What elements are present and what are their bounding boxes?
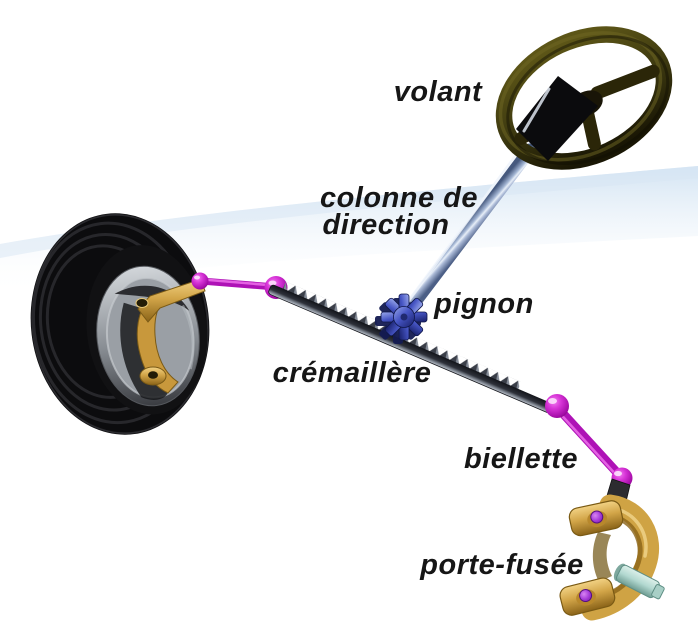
knuckle-top-tab bbox=[568, 500, 624, 537]
ball-joint-wheel-end bbox=[191, 272, 209, 290]
rim-highlight bbox=[181, 304, 195, 370]
knuckle-bottom-foot bbox=[559, 577, 616, 616]
hub-steering-arm bbox=[135, 278, 206, 394]
pinion-gear bbox=[375, 293, 428, 344]
label-cremaillere: crémaillère bbox=[273, 357, 432, 389]
label-colonne-line2: direction bbox=[323, 209, 450, 241]
stub-axle bbox=[613, 563, 665, 600]
labels: volant colonne de direction pignon créma… bbox=[273, 76, 584, 581]
arm-bottom-hole bbox=[148, 371, 158, 379]
bolt-bottom bbox=[579, 589, 593, 603]
label-volant: volant bbox=[394, 76, 483, 108]
steering-hub-cone bbox=[516, 76, 598, 161]
label-porte-fusee: porte-fusée bbox=[419, 549, 583, 581]
label-pignon: pignon bbox=[433, 288, 534, 320]
label-colonne-line1: colonne de bbox=[320, 182, 478, 214]
knuckle-inner-shadow bbox=[592, 532, 612, 582]
label-biellette: biellette bbox=[464, 443, 578, 475]
arm-top-hole bbox=[135, 298, 149, 308]
bolt-top bbox=[590, 510, 604, 524]
ball-joint-rack-right bbox=[545, 394, 569, 418]
steering-column bbox=[398, 142, 537, 322]
steering-knuckle-porte-fusee bbox=[559, 478, 665, 621]
